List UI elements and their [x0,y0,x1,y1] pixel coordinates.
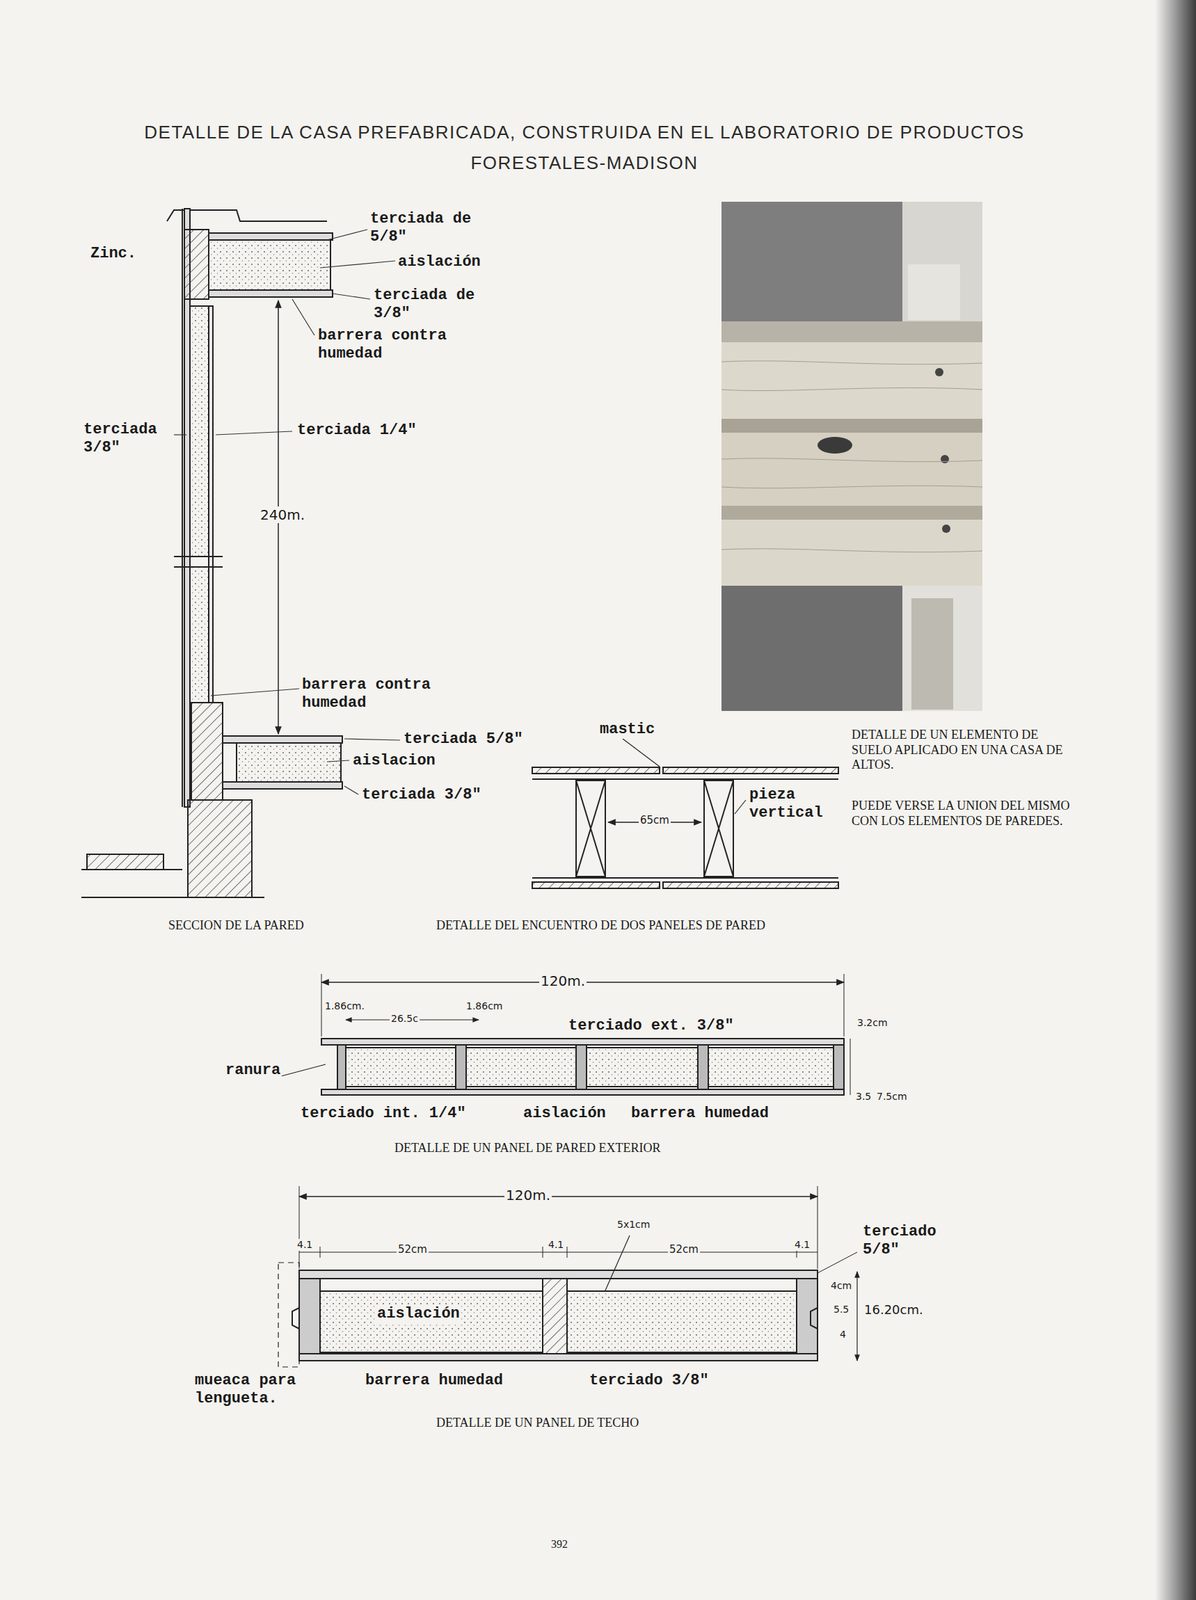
caption: PUEDE VERSE LA UNION DEL MISMO CON LOS E… [850,798,1076,829]
caption: DETALLE DE UN ELEMENTO DE SUELO APLICADO… [850,727,1076,773]
material-label: barrera humedad [363,1372,505,1391]
material-label: terciado 3/8" [587,1372,711,1391]
dimension-label: 4.1 [295,1239,314,1251]
dimension-label: 65cm [638,814,671,827]
material-label: terciada 5/8" [402,730,525,749]
material-label: pieza vertical [747,786,849,824]
wall-panel [278,974,851,1096]
dimension-label: 7.5cm [875,1090,909,1103]
page-title: DETALLE DE LA CASA PREFABRICADA, CONSTRU… [125,116,1044,179]
material-label: aislacion [351,752,437,771]
material-label: barrera contra humedad [300,676,464,714]
dimension-label: 120m. [504,1186,552,1204]
dimension-label: 3.5 [854,1090,873,1103]
caption: SECCION DE LA PARED [166,918,306,934]
page-edge [1154,0,1196,1600]
material-label: terciada de 5/8" [368,210,476,247]
dimension-label: 5.5 [832,1303,851,1316]
dimension-label: 1.86cm [464,1000,505,1013]
caption: DETALLE DE UN PANEL DE PARED EXTERIOR [393,1141,663,1157]
dimension-label: 4cm [829,1280,853,1293]
material-label: terciado 5/8" [861,1223,962,1261]
dimension-label: 26.5c [389,1013,420,1025]
caption: DETALLE DE UN PANEL DE TECHO [434,1415,641,1432]
material-label: terciada de 3/8" [372,286,480,324]
photo [721,201,983,712]
dimension-label: 52cm [396,1243,429,1256]
material-label: barrera contra humedad [316,327,480,364]
dimension-label: 1.86cm. [323,1000,366,1013]
caption: DETALLE DEL ENCUENTRO DE DOS PANELES DE … [434,918,767,934]
dimension-label: 52cm [667,1243,700,1256]
material-label: mastic [598,720,657,739]
dimension-label: 3.2cm [855,1017,890,1030]
material-label: barrera humedad [629,1104,771,1123]
material-label: aislación [375,1305,462,1324]
material-label: ranura [224,1061,282,1080]
dimension-label: 4.1 [793,1239,812,1251]
dimension-label: 4.1 [546,1239,565,1251]
material-label: aislación [396,253,483,272]
material-label: terciada 3/8" [360,786,483,805]
material-label: terciado ext. 3/8" [567,1017,736,1036]
dimension-label: 16.20cm. [862,1302,925,1318]
roof-panel [278,1186,858,1368]
material-label: terciado int. 1/4" [299,1104,468,1123]
page-number: 392 [549,1537,570,1551]
material-label: Zinc. [89,244,138,263]
dimension-label: 120m. [539,972,587,990]
wall-section [81,208,343,898]
dimension-label: 5x1cm [615,1218,652,1231]
material-label: mueaca para lengueta. [193,1372,336,1409]
dimension-label: 4 [838,1328,848,1341]
material-label: aislación [521,1104,608,1123]
material-label: terciada 1/4" [295,421,419,440]
dimension-label: 240m. [258,506,307,524]
material-label: terciada 3/8" [82,420,174,458]
